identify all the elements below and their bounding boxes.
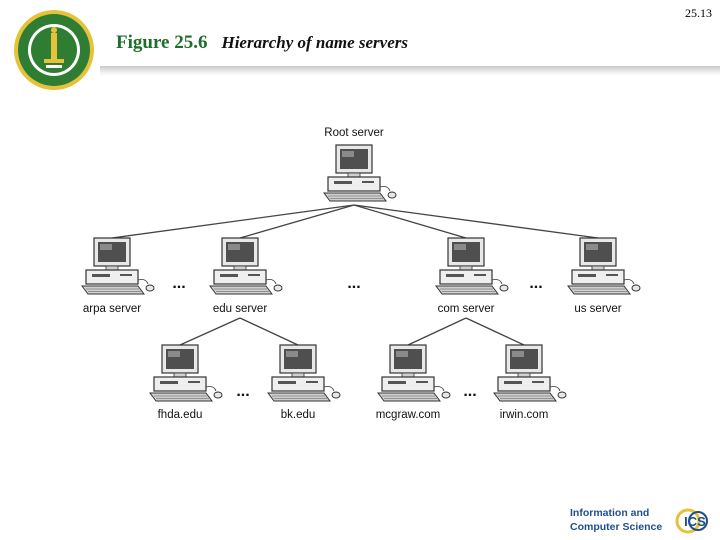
root-server-label: Root server	[324, 127, 384, 139]
link-root-arpa	[111, 204, 355, 239]
link-com-irwin	[465, 317, 525, 346]
edu-server-computer-icon	[209, 237, 283, 295]
edu-server-label: edu server	[213, 303, 268, 315]
ellipsis-com-us: ...	[529, 275, 542, 292]
title-underline	[100, 66, 720, 76]
bk-edu-computer-icon	[267, 344, 341, 402]
slide-number: 25.13	[685, 6, 712, 20]
link-edu-fhda	[179, 317, 241, 346]
irwin-com-label: irwin.com	[500, 409, 549, 421]
link-com-mcgraw	[407, 317, 467, 346]
ellipsis-arpa-edu: ...	[172, 275, 185, 292]
root-server-computer-icon	[323, 144, 397, 202]
com-server-label: com server	[438, 303, 495, 315]
university-logo	[14, 10, 94, 90]
bk-edu-node: bk.edu	[267, 344, 341, 421]
fhda-edu-label: fhda.edu	[158, 409, 203, 421]
mcgraw-com-label: mcgraw.com	[376, 409, 441, 421]
arpa-server-label: arpa server	[83, 303, 141, 315]
bk-edu-label: bk.edu	[281, 409, 316, 421]
root-server-node: Root server	[323, 127, 397, 202]
link-root-us	[353, 204, 599, 239]
link-root-com	[353, 204, 467, 239]
ics-badge-text: ICS	[684, 514, 706, 529]
fhda-edu-computer-icon	[149, 344, 223, 402]
branding-line-1: Information and	[570, 507, 650, 519]
link-edu-bk	[239, 317, 299, 346]
irwin-com-node: irwin.com	[493, 344, 567, 421]
branding-line-2: Computer Science	[570, 521, 663, 533]
edu-server-node: edu server	[209, 237, 283, 315]
us-server-label: us server	[574, 303, 621, 315]
mcgraw-com-node: mcgraw.com	[376, 344, 451, 421]
ellipsis-edu-com: ...	[347, 275, 360, 292]
ellipsis-mcgraw-irwin: ...	[463, 383, 476, 400]
link-root-edu	[239, 204, 355, 239]
tree-connections	[111, 204, 599, 346]
fhda-edu-node: fhda.edu	[149, 344, 223, 421]
mcgraw-com-computer-icon	[377, 344, 451, 402]
irwin-com-computer-icon	[493, 344, 567, 402]
com-server-computer-icon	[435, 237, 509, 295]
arpa-server-node: arpa server	[81, 237, 155, 315]
figure-caption: Hierarchy of name servers	[221, 33, 408, 52]
figure-label: Figure 25.6	[116, 32, 208, 53]
department-branding: Information and Computer Science ICS	[566, 504, 716, 538]
ellipsis-fhda-bk: ...	[236, 383, 249, 400]
us-server-node: us server	[567, 237, 641, 315]
slide-title: Figure 25.6 Hierarchy of name servers	[116, 32, 408, 54]
com-server-node: com server	[435, 237, 509, 315]
arpa-server-computer-icon	[81, 237, 155, 295]
ics-badge-icon: ICS	[675, 508, 708, 534]
us-server-computer-icon	[567, 237, 641, 295]
